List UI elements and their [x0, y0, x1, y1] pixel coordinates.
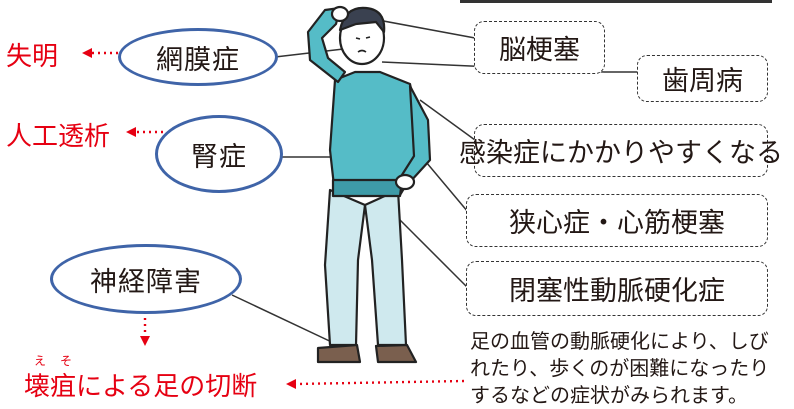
oval-neuropathy: 神経障害 — [50, 244, 242, 314]
box-cerebral-infarction: 脳梗塞 — [474, 21, 605, 74]
person-illustration — [306, 5, 432, 364]
label-neuropathy: 神経障害 — [90, 266, 202, 298]
box-infection: 感染症にかかりやすくなる — [459, 124, 783, 177]
label-retinopathy: 網膜症 — [156, 44, 240, 76]
label-nephropathy: 腎症 — [191, 141, 247, 173]
outcome-amputation: 壊疽による足の切断 — [24, 372, 258, 402]
note-line-1: 足の血管の動脈硬化により、しび — [470, 329, 769, 353]
label-pad: 閉塞性動脈硬化症 — [509, 276, 725, 307]
note-text: 足の血管の動脈硬化により、しび れたり、歩くのが困難になったり するなどの症状が… — [470, 328, 769, 409]
note-line-2: れたり、歩くのが困難になったり — [470, 356, 770, 380]
oval-retinopathy: 網膜症 — [118, 28, 278, 86]
outcome-dialysis: 人工透析 — [6, 122, 111, 152]
box-pad: 閉塞性動脈硬化症 — [466, 261, 768, 316]
outcome-arrows — [92, 51, 465, 386]
top-rule — [460, 0, 772, 3]
label-infection: 感染症にかかりやすくなる — [459, 138, 783, 169]
label-cerebral-infarction: 脳梗塞 — [499, 35, 580, 66]
arrow-heads — [82, 48, 296, 389]
label-periodontal: 歯周病 — [662, 66, 743, 97]
note-line-3: するなどの症状がみられます。 — [470, 383, 748, 407]
outcome-ruby: えそ — [34, 354, 87, 368]
label-angina: 狭心症・心筋梗塞 — [509, 208, 725, 239]
outcome-blindness: 失明 — [6, 42, 59, 72]
box-periodontal: 歯周病 — [637, 55, 768, 102]
box-angina: 狭心症・心筋梗塞 — [466, 194, 768, 247]
oval-nephropathy: 腎症 — [155, 115, 283, 193]
